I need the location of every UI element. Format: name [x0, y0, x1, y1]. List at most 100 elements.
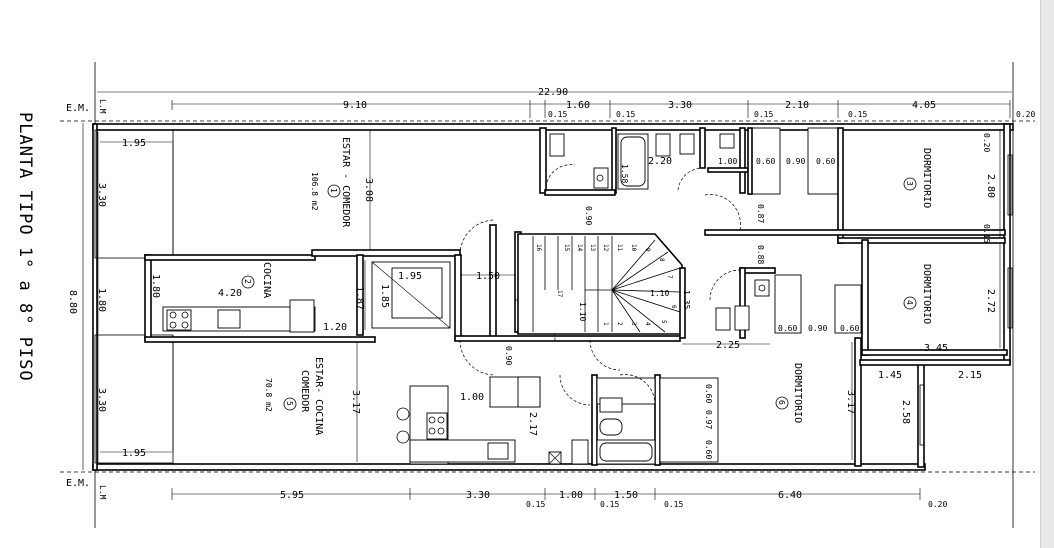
kitchen-counter: [144, 254, 376, 343]
svg-text:4: 4: [644, 322, 651, 326]
door-bath-1: [545, 164, 576, 193]
dim-135: 1.35: [682, 290, 691, 309]
dorm-6-walls: [548, 337, 1011, 468]
dim-060b: 0.60: [816, 157, 835, 166]
dim-100b: 1.00: [460, 392, 484, 403]
dim-top-0: 9.10: [343, 100, 367, 111]
room-1-marker: [327, 184, 341, 198]
dim-top-small-3: 0.15: [848, 110, 867, 119]
svg-text:2: 2: [616, 322, 623, 326]
svg-text:10: 10: [630, 244, 637, 252]
dim-top-small-1: 0.15: [616, 110, 635, 119]
dim-015: 0.15: [982, 224, 991, 243]
vertical-scrollbar[interactable]: [1040, 0, 1054, 548]
svg-text:6: 6: [670, 305, 677, 309]
window-dorm-4: [1007, 267, 1013, 329]
svg-text:17: 17: [556, 290, 563, 298]
dim-090c: 0.90: [808, 324, 827, 333]
dim-272: 2.72: [985, 289, 996, 313]
room-6-id: 6: [777, 400, 786, 405]
dim-217: 2.17: [527, 412, 538, 436]
dim-158: 1.58: [620, 164, 629, 183]
em-label-top: E.M.: [66, 103, 90, 114]
em-label-bottom: E.M.: [66, 478, 90, 489]
dim-195a: 1.95: [122, 138, 146, 149]
dim-220: 2.20: [648, 156, 672, 167]
room-2-marker: [241, 275, 255, 289]
svg-text:16: 16: [535, 244, 542, 252]
dorm-3-walls: [704, 229, 1006, 244]
dim-top-small-4: 0.20: [1016, 110, 1035, 119]
dim-100a: 1.00: [718, 157, 737, 166]
dim-097: 0.97: [704, 410, 713, 429]
dim-195b: 1.95: [398, 271, 422, 282]
dim-060c: 0.60: [778, 324, 797, 333]
balcony-openings: [94, 129, 174, 464]
room-5-marker: [283, 397, 297, 411]
top-bathrooms: [539, 127, 749, 196]
dim-090a: 0.90: [786, 157, 805, 166]
room-6-marker: [775, 396, 789, 410]
dim-187: 1.87: [354, 286, 365, 310]
svg-text:11: 11: [616, 244, 623, 252]
door-bath-2: [677, 167, 706, 191]
dim-258: 2.58: [900, 400, 911, 424]
room-6-name: DORMITORIO: [792, 363, 803, 423]
dim-150: 1.50: [476, 271, 500, 282]
dim-180: 1.80: [150, 274, 161, 298]
room-1-area: 106.8 m2: [310, 172, 319, 211]
lm-label-bottom: L.M: [98, 485, 107, 500]
dim-280: 2.80: [985, 174, 996, 198]
svg-text:13: 13: [589, 244, 596, 252]
window-dorm-6: [919, 384, 925, 446]
dim-left-2: 3.30: [96, 388, 107, 412]
dim-060a: 0.60: [756, 157, 775, 166]
svg-text:7: 7: [666, 275, 673, 279]
window-dorm-3: [1007, 154, 1013, 216]
room-5-name-2: COMEDOR: [299, 370, 310, 413]
dim-145: 1.45: [878, 370, 902, 381]
svg-text:14: 14: [576, 244, 583, 252]
room-4-id: 4: [905, 300, 914, 305]
dim-left-total: 8.80: [67, 290, 78, 314]
dim-345: 3.45: [924, 343, 948, 354]
core-walls: [311, 224, 681, 342]
dim-120: 1.20: [323, 322, 347, 333]
dim-090d: 0.90: [504, 346, 513, 365]
dim-090b: 0.90: [584, 206, 593, 225]
dim-308: 3.08: [363, 178, 374, 202]
dim-bottom-3: 1.50: [614, 490, 638, 501]
dorm-4-walls: [739, 239, 1008, 356]
dim-bottom-2: 1.00: [559, 490, 583, 501]
dim-bottom-small-2: 0.15: [664, 500, 683, 509]
dim-top-1: 1.60: [566, 100, 590, 111]
room-5-area: 70.8 m2: [264, 378, 273, 412]
dim-195c: 1.95: [122, 448, 146, 459]
center-bath: [679, 267, 770, 339]
dim-bottom-1: 3.30: [466, 490, 490, 501]
room-2-id: 2: [243, 279, 252, 284]
dim-top-2: 3.30: [668, 100, 692, 111]
stair: [517, 233, 683, 335]
top-closets: [747, 127, 844, 244]
door-center-bath: [709, 269, 741, 301]
door-dorm-6-bath: [559, 374, 591, 406]
dim-060e: 0.60: [704, 384, 713, 403]
dim-top-4: 4.05: [912, 100, 936, 111]
dim-top-small-2: 0.15: [754, 110, 773, 119]
room-3-name: DORMITORIO: [921, 148, 932, 208]
dim-060f: 0.60: [704, 440, 713, 459]
room-5-id: 5: [285, 401, 294, 406]
room-1-id: 1: [329, 188, 338, 193]
svg-text:15: 15: [563, 244, 570, 252]
room-5-name-1: ESTAR- COCINA: [313, 357, 324, 435]
svg-text:8: 8: [658, 258, 665, 262]
dim-020: 0.20: [982, 133, 991, 152]
svg-text:3: 3: [630, 322, 637, 326]
dim-top-small-0: 0.15: [548, 110, 567, 119]
room-4-marker: [903, 296, 917, 310]
door-hall: [589, 339, 621, 371]
dim-overall: 22.90: [538, 87, 568, 98]
door-core-bottom: [459, 339, 495, 376]
